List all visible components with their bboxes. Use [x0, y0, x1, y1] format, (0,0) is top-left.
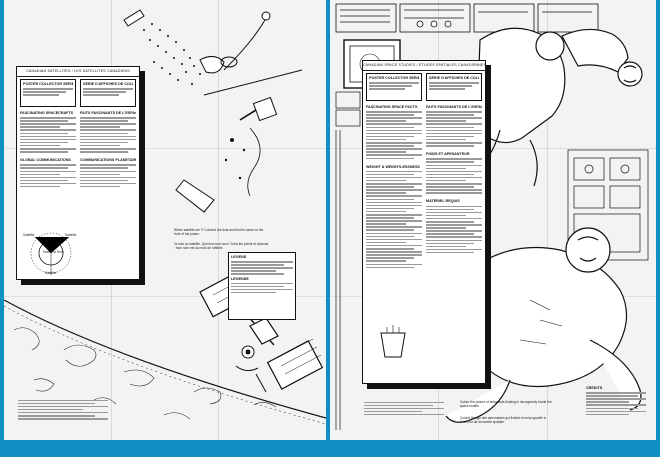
dot-to-dot-satellite-icon [143, 23, 201, 85]
astronaut-icon [415, 227, 642, 423]
cup-illustration [380, 325, 406, 358]
collector-box: SÉRIE D'AFFICHES DE COLLECTION [80, 79, 136, 107]
legend-title-french: LÉGENDE [231, 276, 249, 281]
fold-line [547, 0, 548, 440]
collector-box: SÉRIE D'AFFICHES DE COLLECTION [426, 73, 482, 101]
credits-title: CREDITS [586, 386, 603, 390]
space-shuttle-cabin-icon [335, 3, 649, 430]
earth-orbit-icon [30, 232, 72, 275]
section-heading: FASCINATING SPACE FACTS [366, 105, 418, 109]
caption-french: Je suis un satellite. Quel est mon nom? … [174, 242, 269, 250]
section-heading: WEIGHT & WEIGHTLESSNESS [366, 164, 420, 169]
section-heading: FAITS FASCINANTS DE L'ESPACE [80, 111, 136, 115]
panel-header: CANADIAN SPACE STUDIES / ÉTUDES SPATIALE… [363, 61, 485, 71]
column-french: SÉRIE D'AFFICHES DE COLLECTION FAITS FAS… [426, 73, 482, 255]
caption-english: Which satellite am I? Connect the dots a… [174, 228, 264, 236]
diagram-satellite-label: Satellite [23, 233, 35, 237]
section-heading: FASCINATING SPACECRAFTS [20, 111, 74, 115]
box-title: POSTER COLLECTOR SERIES [369, 76, 419, 80]
footnote-block [364, 400, 444, 417]
section-heading: COMMUNICATIONS PLANÉTAIRES [80, 158, 136, 163]
section-heading: MATÉRIEL REQUIS [426, 199, 460, 204]
diagram-satellite-label: Satellite [65, 233, 77, 237]
section-heading: GLOBAL COMMUNICATIONS [20, 158, 71, 163]
info-panel-left: CANADIAN SATELLITES / LES SATELLITES CAN… [16, 66, 140, 280]
collector-box: POSTER COLLECTOR SERIES [366, 73, 422, 101]
legend-box: LEGEND LÉGENDE [228, 252, 296, 320]
fold-line [218, 0, 219, 440]
box-title: POSTER COLLECTOR SERIES [23, 82, 73, 86]
legend-title: LEGEND [231, 255, 247, 259]
collector-box: POSTER COLLECTOR SERIES [20, 79, 76, 107]
footnote-block [18, 398, 108, 421]
fold-line [4, 148, 326, 149]
column-english: POSTER COLLECTOR SERIES FASCINATING SPAC… [20, 79, 76, 189]
column-french: SÉRIE D'AFFICHES DE COLLECTION FAITS FAS… [80, 79, 136, 189]
credits-block: CREDITS [586, 386, 646, 417]
poster-right: CANADIAN SPACE STUDIES / ÉTUDES SPATIALE… [330, 0, 656, 440]
caption-english: Colour the picture of astronauts floatin… [460, 400, 552, 408]
column-english: POSTER COLLECTOR SERIES FASCINATING SPAC… [366, 73, 422, 270]
table-surface [0, 440, 660, 457]
section-heading: POIDS ET APESANTEUR [426, 152, 470, 157]
caption-french: Colorie l'image des astronautes qui flot… [460, 416, 546, 424]
astronaut-icon [469, 27, 643, 187]
box-title: SÉRIE D'AFFICHES DE COLLECTION [83, 82, 133, 86]
poster-left: CANADIAN SATELLITES / LES SATELLITES CAN… [4, 0, 326, 440]
box-title: SÉRIE D'AFFICHES DE COLLECTION [429, 76, 479, 80]
info-panel-right: CANADIAN SPACE STUDIES / ÉTUDES SPATIALE… [362, 60, 486, 384]
diagram-center-label: Earth / la Terre [43, 250, 64, 254]
fold-line [4, 296, 326, 297]
panel-header: CANADIAN SATELLITES / LES SATELLITES CAN… [17, 67, 139, 77]
diagram-satellite-label: Satellite [45, 271, 57, 275]
section-heading: FAITS FASCINANTS DE L'ESPACE [426, 105, 482, 109]
